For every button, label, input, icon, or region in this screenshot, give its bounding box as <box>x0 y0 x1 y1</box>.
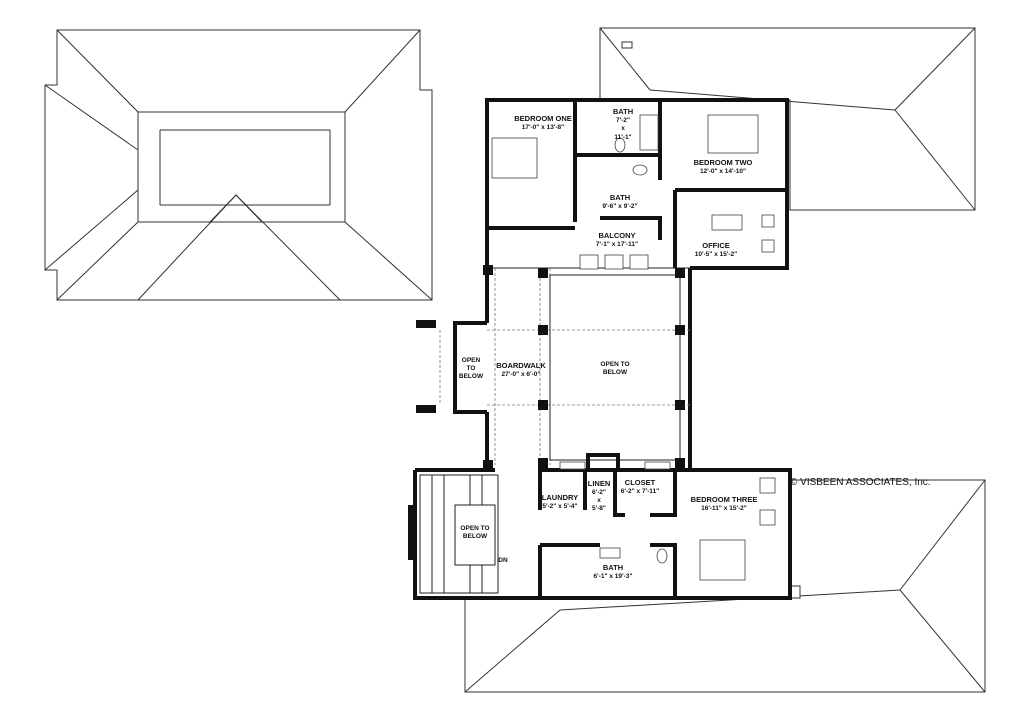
room-name: LAUNDRY <box>542 493 578 502</box>
room-bedroom-one: BEDROOM ONE 17'-0" x 13'-8" <box>514 114 572 131</box>
label-line: BELOW <box>463 533 488 540</box>
room-height: 5'-8" <box>592 505 606 512</box>
room-name: BATH <box>613 107 633 116</box>
label-line: OPEN <box>462 357 481 364</box>
room-size: 6'-2" x 7'-11" <box>621 488 660 495</box>
room-name: BEDROOM TWO <box>694 158 753 167</box>
room-labels: BEDROOM ONE 17'-0" x 13'-8" BATH 7'-2" x… <box>459 107 757 580</box>
room-name: OFFICE <box>702 241 730 250</box>
room-office: OFFICE 10'-5" x 15'-2" <box>695 241 738 258</box>
room-name: BEDROOM ONE <box>514 114 572 123</box>
room-size: 6'-1" x 19'-3" <box>594 573 633 580</box>
room-name: BEDROOM THREE <box>691 495 758 504</box>
room-name: CLOSET <box>625 478 656 487</box>
label-line: TO <box>467 365 476 372</box>
room-name: BATH <box>610 193 630 202</box>
room-balcony: BALCONY 7'-1" x 17'-11" <box>596 231 638 248</box>
room-linen: LINEN 6'-2" x 5'-8" <box>588 479 611 512</box>
left-roof <box>44 29 433 301</box>
room-bath-two: BATH 9'-6" x 9'-2" <box>602 193 637 210</box>
room-boardwalk: BOARDWALK 27'-0" x 6'-0" <box>496 361 546 378</box>
room-size: 12'-0" x 14'-10" <box>700 168 746 175</box>
room-size-x: x <box>621 125 625 132</box>
room-size: 9'-6" x 9'-2" <box>602 203 637 210</box>
room-name: LINEN <box>588 479 611 488</box>
copyright-notice: © VISBEEN ASSOCIATES, Inc. <box>790 477 931 488</box>
open-to-below-stair: OPEN TO BELOW <box>460 525 489 540</box>
room-width: 7'-2" <box>616 117 630 124</box>
open-to-below-left: OPEN TO BELOW <box>459 357 484 380</box>
stair-down-label: DN <box>498 557 508 564</box>
room-bath-three: BATH 6'-1" x 19'-3" <box>594 563 633 580</box>
room-size: 10'-5" x 15'-2" <box>695 251 738 258</box>
building <box>408 98 792 600</box>
room-bath-one: BATH 7'-2" x 11'-1" <box>613 107 633 141</box>
label-line: OPEN TO <box>460 525 489 532</box>
room-name: BATH <box>603 563 623 572</box>
room-size: 7'-1" x 17'-11" <box>596 241 638 248</box>
room-name: BOARDWALK <box>496 361 546 370</box>
label-line: BELOW <box>603 369 628 376</box>
room-size: 16'-11" x 15'-2" <box>701 505 747 512</box>
room-size: 5'-2" x 5'-4" <box>542 503 577 510</box>
room-size: 17'-0" x 13'-8" <box>522 124 565 131</box>
open-to-below-center: OPEN TO BELOW <box>600 361 629 376</box>
room-width: 6'-2" <box>592 489 606 496</box>
room-size-x: x <box>597 497 601 504</box>
room-bedroom-three: BEDROOM THREE 16'-11" x 15'-2" <box>691 495 758 512</box>
room-laundry: LAUNDRY 5'-2" x 5'-4" <box>542 493 578 510</box>
label-line: BELOW <box>459 373 484 380</box>
label-line: OPEN TO <box>600 361 629 368</box>
room-bedroom-two: BEDROOM TWO 12'-0" x 14'-10" <box>694 158 753 175</box>
room-size: 27'-0" x 6'-0" <box>502 371 541 378</box>
room-height: 11'-1" <box>614 134 631 141</box>
room-closet: CLOSET 6'-2" x 7'-11" <box>621 478 660 495</box>
room-name: BALCONY <box>598 231 635 240</box>
